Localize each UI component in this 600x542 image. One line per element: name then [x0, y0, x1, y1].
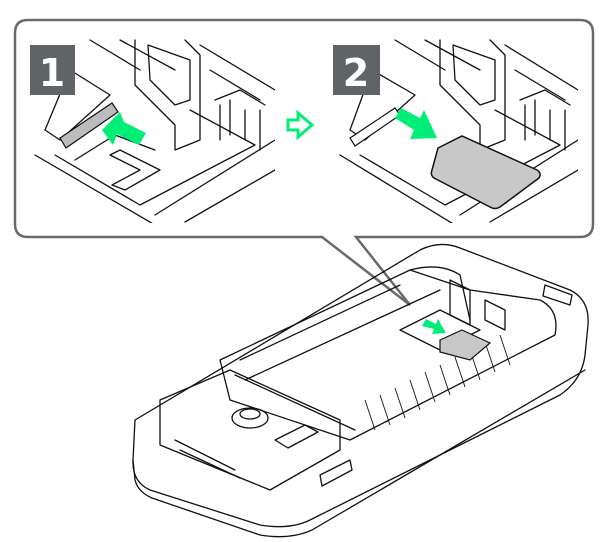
sim-card	[430, 135, 541, 210]
step-1-panel	[34, 39, 275, 223]
step-2-panel	[339, 39, 578, 223]
callout-box	[13, 18, 595, 306]
step-1-badge	[30, 45, 75, 95]
step-2-number: 2	[343, 51, 369, 95]
step-1-number: 1	[39, 51, 65, 95]
slide-direction-arrow-icon	[395, 108, 437, 139]
phone-back-illustration	[132, 243, 589, 538]
step-arrow-right-icon	[286, 109, 315, 141]
insert-direction-arrow-icon	[102, 112, 146, 145]
step-2-badge	[333, 45, 380, 95]
sim-slot-lever	[59, 102, 119, 149]
sim-card-in-phone	[439, 329, 492, 361]
small-slide-arrow-icon	[422, 319, 446, 334]
